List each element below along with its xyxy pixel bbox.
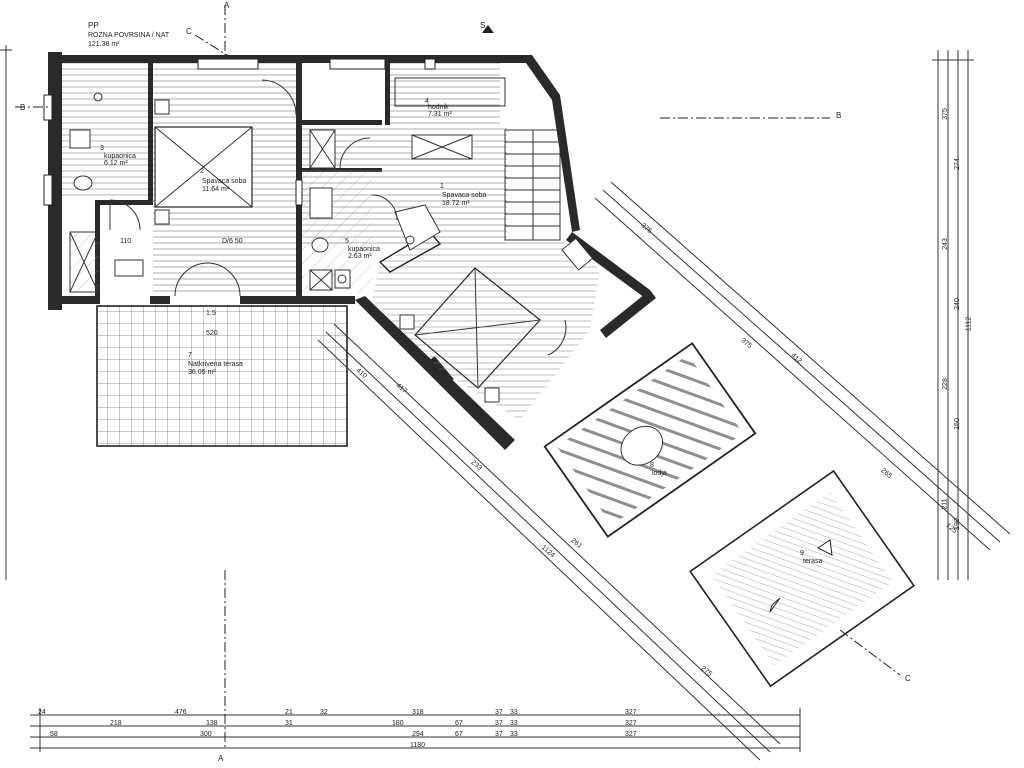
arrow-up-icon xyxy=(817,539,833,556)
dim-bottom: 67 xyxy=(455,720,463,727)
arrow-down-icon xyxy=(769,597,781,613)
dim-bottom: 67 xyxy=(455,731,463,738)
room-1-area: 18.72 m² xyxy=(442,200,470,207)
dim-right-total: 1112 xyxy=(965,316,973,332)
room-7-num: 7 xyxy=(188,352,192,359)
floor-area: 121.38 m² xyxy=(88,41,120,48)
dim-bottom: 24 xyxy=(38,709,46,716)
dim-bottom: 327 xyxy=(625,731,637,738)
room-2-num: 2 xyxy=(200,168,204,175)
section-b-left: B xyxy=(20,103,26,112)
dim-bottom: 294 xyxy=(412,731,424,738)
floor-title: ROZNA POVRSINA / NAT xyxy=(88,32,170,39)
dim-bottom: 327 xyxy=(625,709,637,716)
dim-right: 243 xyxy=(941,238,949,250)
dim-bottom: 37 xyxy=(495,720,503,727)
dim-bottom: 33 xyxy=(510,709,518,716)
dim-bottom: 476 xyxy=(175,709,187,716)
dim-right: 160 xyxy=(953,418,961,430)
east-angled-wall xyxy=(526,55,580,232)
dim-bottom: 31 xyxy=(285,720,293,727)
room-4-name: hodnik xyxy=(428,104,449,111)
room-3-num: 3 xyxy=(100,145,104,152)
dim-bottom: 218 xyxy=(110,720,122,727)
dim-bottom: 33 xyxy=(510,731,518,738)
section-c-bottom: C xyxy=(905,674,911,683)
section-a-top: A xyxy=(224,1,230,10)
dim-bottom: 318 xyxy=(412,709,424,716)
dim-bottom: 180 xyxy=(392,720,404,727)
room-9-num: 9 xyxy=(800,550,804,557)
dim-right: 240 xyxy=(953,298,961,310)
room-1-name: Spavaca soba xyxy=(442,192,487,199)
right-dimension-lines xyxy=(932,50,974,580)
north-arrow-icon xyxy=(482,25,494,33)
terrace-width: 520 xyxy=(206,330,218,337)
angled-wing-walls xyxy=(355,231,656,450)
door-label-mid: 1.5 xyxy=(206,310,216,317)
hall-floor xyxy=(390,63,500,125)
room-3-name: kupaonica xyxy=(104,153,136,160)
dim-right: 211 xyxy=(941,498,949,510)
dim-bottom-total: 1180 xyxy=(410,742,426,749)
pool-terrace xyxy=(689,469,915,688)
room-3-area: 6.12 m² xyxy=(104,160,128,167)
loggia-pergola xyxy=(543,342,757,538)
room-2-area: 11.64 m² xyxy=(202,186,230,193)
dim-bottom: 327 xyxy=(625,720,637,727)
dim-bottom: 32 xyxy=(320,709,328,716)
dim-right: 274 xyxy=(953,158,961,170)
room-7-area: 36.05 m² xyxy=(188,369,216,376)
room-4-num: 4 xyxy=(425,98,429,105)
door-label-left: 110 xyxy=(120,238,132,245)
dim-bottom: 138 xyxy=(206,720,218,727)
room-9-name: terasa xyxy=(803,558,823,565)
room-4-area: 7.31 m² xyxy=(428,111,452,118)
dim-bottom: 21 xyxy=(285,709,293,716)
dim-bottom: 300 xyxy=(200,731,212,738)
room-8-name: lodja xyxy=(652,470,667,477)
section-a-bottom: A xyxy=(218,754,224,763)
left-dimension-lines xyxy=(0,45,12,580)
dim-right: 228 xyxy=(941,378,949,390)
doors xyxy=(109,79,567,356)
fixtures xyxy=(69,92,594,403)
section-b-right: B xyxy=(836,111,842,120)
bottom-dimension-lines xyxy=(30,708,801,752)
room-5-area: 2.63 m² xyxy=(348,253,372,260)
section-c-top: C xyxy=(186,27,192,36)
room-5-num: 5 xyxy=(345,238,349,245)
covered-terrace xyxy=(96,305,348,447)
dim-bottom: 37 xyxy=(495,709,503,716)
door-label-b: D/6 50 xyxy=(222,238,243,245)
room-7-name: Natkrivena terasa xyxy=(188,361,243,368)
dim-bottom: 37 xyxy=(495,731,503,738)
bed-room-2 xyxy=(154,126,253,208)
dim-bottom: 33 xyxy=(510,720,518,727)
room-2-name: Spavaca soba xyxy=(202,178,247,185)
north-label: S xyxy=(480,21,486,30)
floor-code: PP xyxy=(88,21,99,30)
north-wall xyxy=(62,55,532,63)
room-5-name: kupaonica xyxy=(348,246,380,253)
dim-right: 375 xyxy=(941,108,949,120)
room-1-num: 1 xyxy=(440,183,444,190)
diagonal-dimension-lines xyxy=(317,181,1011,761)
section-lines xyxy=(15,5,901,750)
room-8-num: 8 xyxy=(650,462,654,469)
dim-bottom: 58 xyxy=(50,731,58,738)
